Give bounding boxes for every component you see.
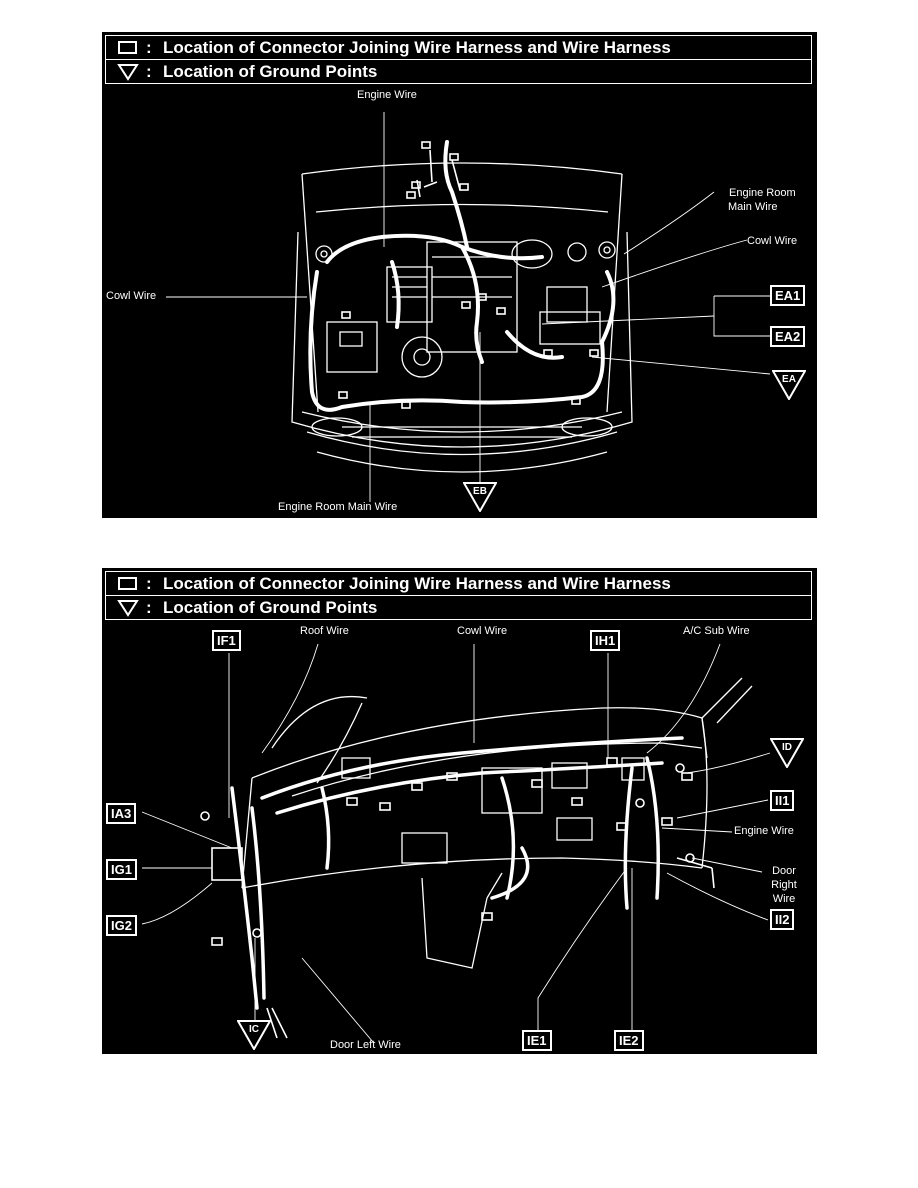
legend-connector-row: : Location of Connector Joining Wire Har… — [106, 36, 811, 60]
ground-ic: IC — [237, 1020, 271, 1050]
connector-ea2: EA2 — [770, 326, 806, 347]
cowl-wire-left-label: Cowl Wire — [106, 290, 157, 302]
engine-wire-label: Engine Wire — [734, 825, 794, 837]
engine-bay-illustration — [166, 112, 771, 502]
roof-wire-label: Roof Wire — [300, 625, 349, 637]
legend-connector-text: Location of Connector Joining Wire Harne… — [163, 574, 671, 593]
ground-id: ID — [770, 738, 804, 768]
cowl-wire-right-label: Cowl Wire — [747, 235, 798, 247]
door-left-wire-label: Door Left Wire — [330, 1039, 401, 1051]
ground-id-label: ID — [782, 742, 792, 753]
legend-ground-text: Location of Ground Points — [163, 62, 378, 81]
connector-ii2: II2 — [770, 909, 795, 930]
cowl-wire-label: Cowl Wire — [457, 625, 508, 637]
square-icon — [116, 572, 140, 595]
engine-room-main-wire-bottom-label: Engine Room Main Wire — [278, 501, 398, 513]
instrument-panel-diagram: : Location of Connector Joining Wire Har… — [102, 568, 817, 1054]
legend-box: : Location of Connector Joining Wire Har… — [105, 35, 812, 84]
legend-colon: : — [146, 38, 152, 57]
connector-if1: IF1 — [212, 630, 241, 651]
ground-eb: EB — [463, 482, 497, 512]
legend-colon: : — [146, 574, 152, 593]
connector-ea1: EA1 — [770, 285, 806, 306]
triangle-icon — [116, 60, 140, 83]
legend-ground-row: : Location of Ground Points — [106, 60, 811, 83]
legend-colon: : — [146, 62, 152, 81]
legend-ground-row: : Location of Ground Points — [106, 596, 811, 619]
ground-eb-label: EB — [473, 486, 487, 497]
square-icon — [116, 36, 140, 59]
ground-ea: EA — [772, 370, 806, 400]
engine-wire-label: Engine Wire — [357, 89, 417, 101]
legend-ground-text: Location of Ground Points — [163, 598, 378, 617]
ground-ea-label: EA — [782, 374, 796, 385]
door-right-wire-label-line1: Door — [772, 865, 796, 877]
ground-ic-label: IC — [249, 1024, 259, 1035]
door-right-wire-label-line3: Wire — [772, 893, 796, 905]
legend-box: : Location of Connector Joining Wire Har… — [105, 571, 812, 620]
legend-colon: : — [146, 598, 152, 617]
legend-connector-text: Location of Connector Joining Wire Harne… — [163, 38, 671, 57]
connector-ie2: IE2 — [614, 1030, 644, 1051]
ac-sub-wire-label: A/C Sub Wire — [683, 625, 750, 637]
connector-ie1: IE1 — [522, 1030, 552, 1051]
legend-connector-row: : Location of Connector Joining Wire Har… — [106, 572, 811, 596]
triangle-icon — [116, 596, 140, 619]
connector-ia3: IA3 — [106, 803, 137, 824]
door-right-wire-label-line2: Right — [771, 879, 797, 891]
engine-room-main-wire-label-line2: Main Wire — [728, 201, 778, 213]
connector-ii1: II1 — [770, 790, 795, 811]
connector-ig2: IG2 — [106, 915, 137, 936]
engine-room-main-wire-label-line1: Engine Room — [729, 187, 796, 199]
connector-ih1: IH1 — [590, 630, 621, 651]
dashboard-illustration — [141, 643, 771, 1043]
connector-ig1: IG1 — [106, 859, 137, 880]
engine-compartment-diagram: : Location of Connector Joining Wire Har… — [102, 32, 817, 518]
